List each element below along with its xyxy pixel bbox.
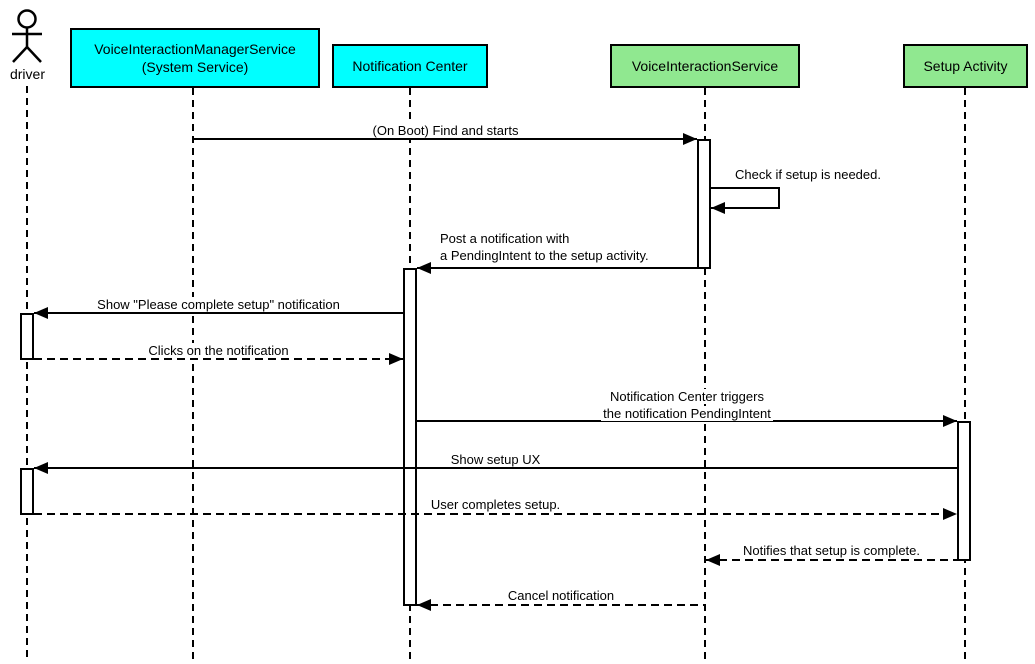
arrowhead-left-icon (417, 262, 431, 274)
message-check-setup-line-back (711, 207, 780, 209)
message-show-setup-notification-label: Show "Please complete setup" notificatio… (95, 297, 342, 312)
activation-bar-driver-2 (20, 468, 34, 515)
arrowhead-left-icon (711, 202, 725, 214)
participant-manager-service-label-line1: VoiceInteractionManagerService (94, 41, 296, 57)
message-click-notification-line (34, 358, 403, 360)
message-user-completes-setup-label: User completes setup. (428, 497, 563, 512)
arrowhead-left-icon (706, 554, 720, 566)
message-check-setup-line-down (778, 187, 780, 209)
participant-setup-activity-label: Setup Activity (923, 58, 1008, 74)
message-on-boot-line (194, 138, 697, 140)
lifeline-driver (26, 86, 28, 661)
message-click-notification-label: Clicks on the notification (146, 343, 291, 358)
arrowhead-right-icon (683, 133, 697, 145)
activation-bar-voice-interaction-service (697, 139, 711, 269)
message-cancel-notification-line (417, 604, 705, 606)
arrowhead-left-icon (417, 599, 431, 611)
message-trigger-intent-label: Notification Center triggers the notific… (601, 389, 773, 421)
participant-driver-label: driver (9, 66, 45, 82)
arrowhead-right-icon (389, 353, 403, 365)
participant-notification-center-label: Notification Center (352, 58, 468, 74)
message-on-boot-label: (On Boot) Find and starts (370, 123, 521, 138)
lifeline-manager-service (192, 88, 194, 661)
activation-bar-notification-center (403, 268, 417, 606)
arrowhead-left-icon (34, 462, 48, 474)
actor-figure-icon (12, 9, 42, 63)
participant-manager-service-label-line2: (System Service) (141, 59, 249, 75)
participant-voice-interaction-service-label: VoiceInteractionService (631, 58, 779, 74)
activation-bar-setup-activity (957, 421, 971, 561)
message-post-notification-label: Post a notification with a PendingIntent… (438, 231, 651, 263)
activation-bar-driver-1 (20, 313, 34, 360)
participant-manager-service: VoiceInteractionManagerService (System S… (70, 28, 320, 88)
arrowhead-right-icon (943, 508, 957, 520)
message-trigger-intent-line (417, 420, 957, 422)
lifeline-voice-interaction-service (704, 88, 706, 661)
message-show-setup-ux-label: Show setup UX (448, 452, 543, 467)
participant-voice-interaction-service: VoiceInteractionService (610, 44, 800, 88)
message-post-notification-line (417, 267, 697, 269)
message-check-setup-label: Check if setup is needed. (733, 167, 883, 182)
message-show-setup-notification-line (34, 312, 403, 314)
message-notify-setup-complete-label: Notifies that setup is complete. (740, 543, 923, 558)
participant-notification-center: Notification Center (332, 44, 488, 88)
message-cancel-notification-label: Cancel notification (505, 588, 617, 603)
message-notify-setup-complete-line (706, 559, 957, 561)
lifeline-setup-activity (964, 88, 966, 661)
message-check-setup-line-out (711, 187, 780, 189)
message-show-setup-ux-line (34, 467, 957, 469)
participant-setup-activity: Setup Activity (903, 44, 1028, 88)
arrowhead-right-icon (943, 415, 957, 427)
arrowhead-left-icon (34, 307, 48, 319)
message-user-completes-setup-line (34, 513, 957, 515)
